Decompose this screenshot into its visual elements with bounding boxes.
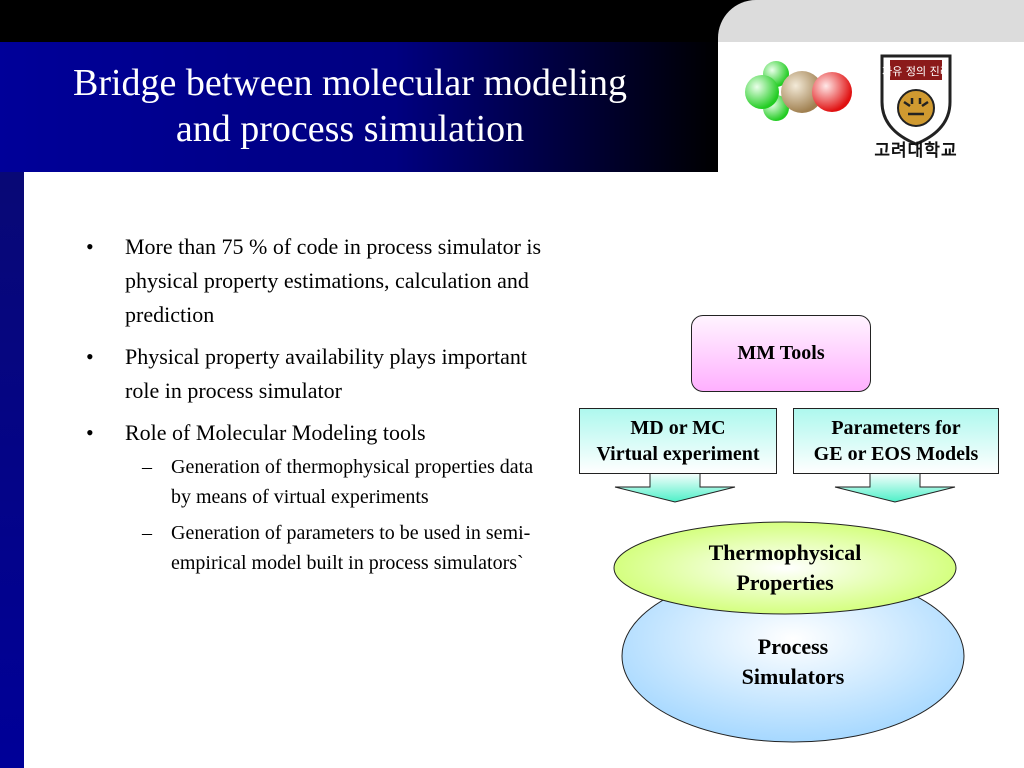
title-line-1: Bridge between molecular modeling: [73, 62, 627, 104]
md-line-2: Virtual experiment: [596, 443, 760, 465]
bullet-list: • More than 75 % of code in process simu…: [86, 230, 546, 584]
bullet-text: More than 75 % of code in process simula…: [125, 234, 542, 327]
diagram-shapes: [613, 471, 965, 743]
sub-bullet-marker: –: [142, 522, 152, 544]
top-gray-tab: [718, 0, 1024, 42]
bullet-item: • More than 75 % of code in process simu…: [86, 230, 546, 332]
title-bar: Bridge between molecular modeling and pr…: [0, 42, 718, 172]
process-line-2: Simulators: [741, 664, 845, 689]
bullet-item: • Role of Molecular Modeling tools: [86, 416, 546, 450]
university-seal-icon: 자유 정의 진리: [880, 54, 952, 146]
mm-tools-box: MM Tools: [691, 315, 871, 392]
university-name: 고려대학교: [874, 141, 958, 161]
thermophysical-ellipse: [613, 521, 957, 615]
bullet-text: Role of Molecular Modeling tools: [125, 420, 426, 445]
md-mc-box: MD or MC Virtual experiment: [579, 408, 777, 474]
mm-tools-label: MM Tools: [737, 342, 825, 364]
md-line-1: MD or MC: [630, 417, 726, 439]
sub-bullet-item: – Generation of parameters to be used in…: [86, 518, 546, 578]
slide-title: Bridge between molecular modeling and pr…: [0, 60, 700, 152]
bullet-marker: •: [86, 420, 94, 445]
arrow-left: [614, 471, 736, 503]
title-line-2: and process simulation: [175, 108, 525, 150]
bullet-text: Physical property availability plays imp…: [125, 344, 528, 403]
bullet-marker: •: [86, 344, 94, 369]
sub-bullet-text: Generation of parameters to be used in s…: [171, 522, 531, 574]
molecule-icon: [745, 61, 852, 121]
bullet-marker: •: [86, 234, 94, 259]
param-line-2: GE or EOS Models: [813, 443, 979, 465]
thermo-line-1: Thermophysical: [708, 540, 862, 565]
seal-text: 자유 정의 진리: [882, 65, 950, 78]
thermophysical-label: Thermophysical Properties: [660, 538, 910, 598]
param-line-1: Parameters for: [831, 417, 961, 439]
sub-bullet-item: – Generation of thermophysical propertie…: [86, 452, 546, 512]
arrow-right: [834, 471, 956, 503]
parameters-box: Parameters for GE or EOS Models: [793, 408, 999, 474]
bullet-item: • Physical property availability plays i…: [86, 340, 546, 408]
sub-bullet-marker: –: [142, 456, 152, 478]
thermo-line-2: Properties: [736, 570, 834, 595]
sub-bullet-text: Generation of thermophysical properties …: [171, 456, 534, 508]
process-line-1: Process: [757, 634, 829, 659]
flow-diagram: MM Tools MD or MC Virtual experiment Par…: [560, 300, 1010, 760]
process-simulators-label: Process Simulators: [660, 632, 926, 692]
